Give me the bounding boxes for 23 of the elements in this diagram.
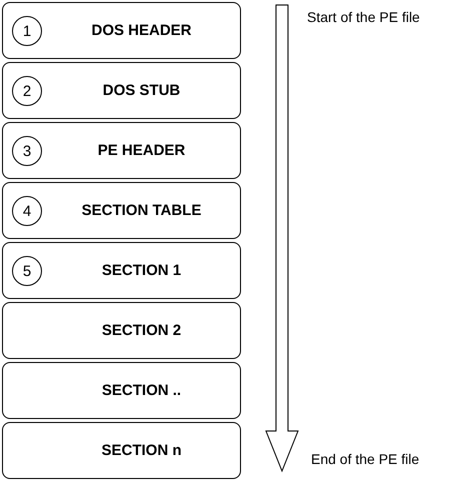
box-title: SECTION TABLE xyxy=(82,202,202,219)
box-title: DOS HEADER xyxy=(91,22,192,39)
number-circle: 4 xyxy=(12,196,42,226)
section-box xyxy=(2,362,241,419)
number-circle: 2 xyxy=(12,76,42,106)
number-circle: 1 xyxy=(12,16,42,46)
number-circle: 3 xyxy=(12,136,42,166)
section-box xyxy=(2,182,241,239)
box-title: PE HEADER xyxy=(98,142,186,159)
section-box xyxy=(2,422,241,479)
section-box xyxy=(2,122,241,179)
section-box xyxy=(2,2,241,59)
note-text: End of the PE file xyxy=(311,451,420,467)
note-text: Start of the PE file xyxy=(307,9,420,25)
box-title: SECTION n xyxy=(101,442,182,459)
box-title: DOS STUB xyxy=(102,82,180,99)
box-title: SECTION 1 xyxy=(102,262,182,279)
number-circle: 5 xyxy=(12,256,42,286)
section-box xyxy=(2,242,241,299)
box-title: SECTION .. xyxy=(102,382,182,399)
section-box xyxy=(2,302,241,359)
box-title: SECTION 2 xyxy=(102,322,182,339)
section-box xyxy=(2,62,241,119)
